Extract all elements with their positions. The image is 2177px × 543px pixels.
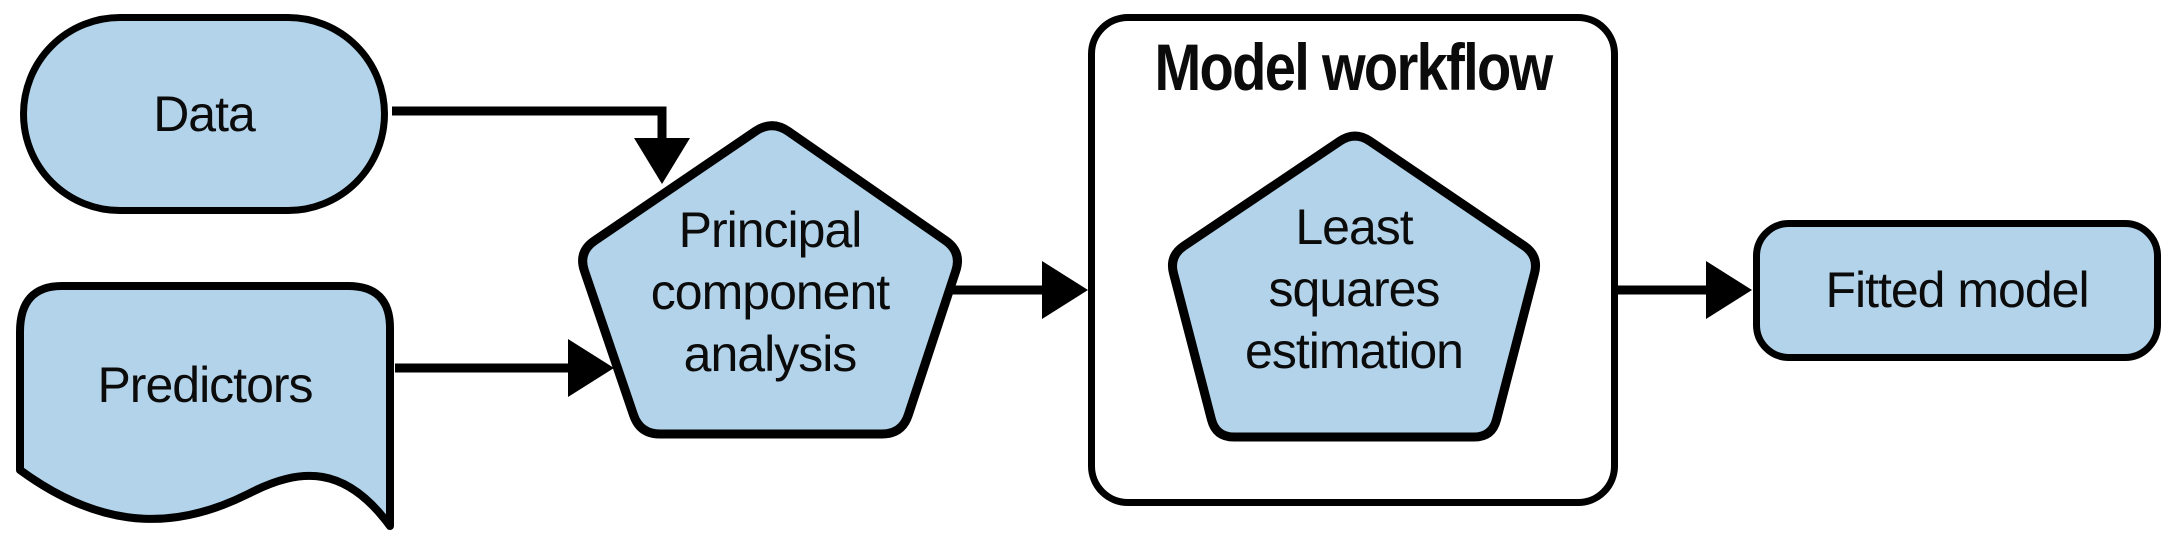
node-pca-label: Principal component analysis (570, 112, 970, 442)
node-pca-label-line3: analysis (683, 326, 858, 382)
arrow-data-to-pca-arrowhead-icon (634, 138, 690, 184)
node-lse: Least squares estimation (1161, 123, 1547, 445)
pentagon-shape-icon (578, 121, 962, 439)
node-lse-label-line2: squares (1268, 261, 1441, 317)
node-predictors: Predictors (14, 280, 396, 532)
node-fitted-model-label: Fitted model (1825, 262, 2089, 318)
node-data-label: Data (153, 85, 256, 142)
arrow-predictors-to-pca-arrowhead-icon (568, 339, 614, 397)
node-fitted-model: Fitted model (1753, 220, 2161, 361)
workflow-title: Model workflow (1154, 30, 1554, 104)
node-pca-label-line2: component (650, 264, 890, 320)
document-shape-icon (16, 282, 394, 530)
arrow-workflow-to-fitted-arrowhead-icon (1706, 261, 1752, 319)
node-lse-label-line1: Least (1295, 199, 1413, 255)
arrow-data-to-pca-line (392, 106, 667, 140)
pentagon-shape-icon (1167, 131, 1541, 442)
node-lse-label: Least squares estimation (1161, 123, 1547, 445)
arrow-pca-to-workflow-arrowhead-icon (1042, 261, 1088, 319)
node-pca: Principal component analysis (570, 112, 970, 442)
node-predictors-label: Predictors (97, 356, 313, 413)
node-data: Data (20, 14, 388, 214)
node-pca-label-line1: Principal (678, 202, 863, 258)
node-lse-label-line3: estimation (1245, 323, 1464, 379)
